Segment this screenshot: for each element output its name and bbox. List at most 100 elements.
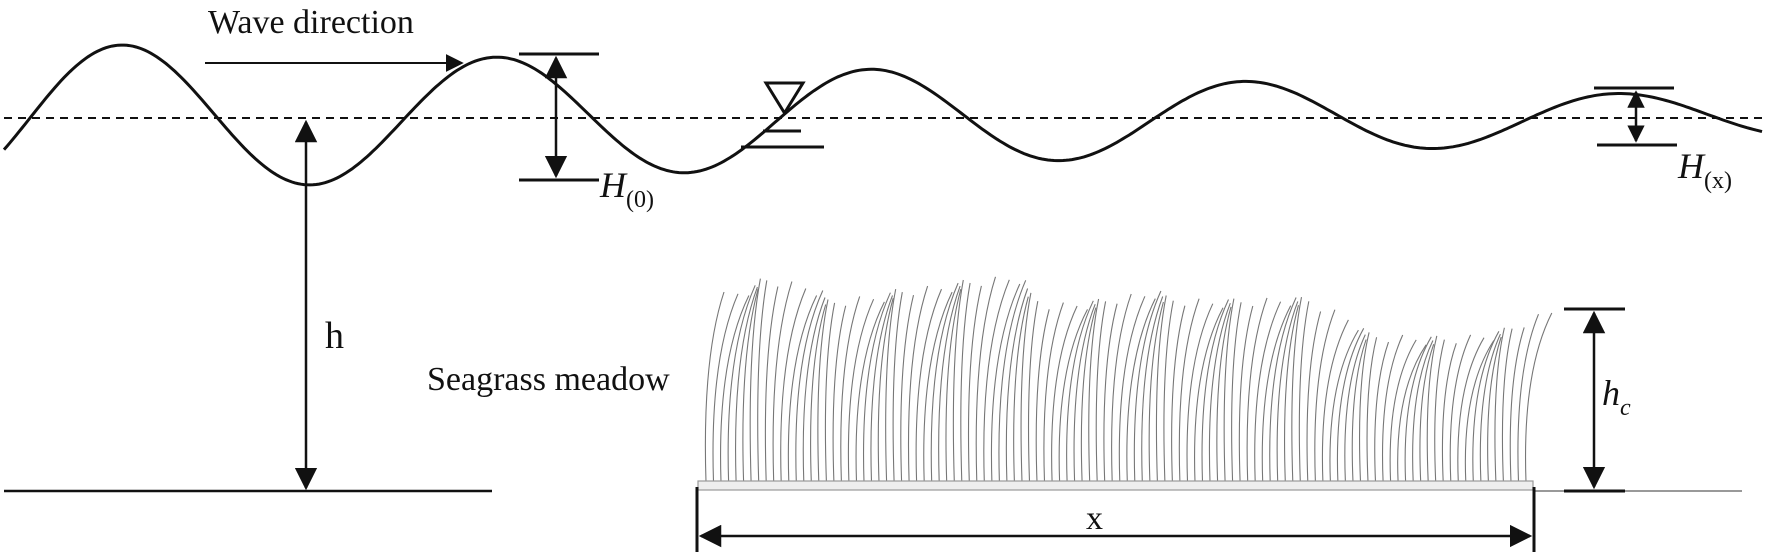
seagrass-blade xyxy=(824,302,836,483)
seagrass-blade xyxy=(1269,297,1297,483)
seagrass-blade xyxy=(1073,303,1096,483)
seagrass-blade xyxy=(1419,344,1435,483)
seagrass-blade xyxy=(1487,336,1502,483)
seagrass-blade xyxy=(1005,288,1029,483)
seagrass-meadow-label: Seagrass meadow xyxy=(427,361,670,398)
seagrass-blade xyxy=(1178,298,1200,483)
water-depth-label: h xyxy=(325,315,344,357)
seagrass-blade xyxy=(1381,334,1404,483)
seagrass-blade xyxy=(1171,305,1186,483)
seagrass-blade xyxy=(1366,337,1378,483)
seagrass-blade xyxy=(900,294,915,483)
seagrass-blade xyxy=(1194,307,1224,483)
seagrass-blade xyxy=(923,291,953,483)
seagrass-blade xyxy=(1141,296,1164,483)
seagrass-blade xyxy=(1088,298,1100,483)
seagrass-blade xyxy=(757,280,768,483)
seagrass-blade xyxy=(742,288,759,483)
seagrass-blade xyxy=(1457,337,1485,483)
seagrass-blade xyxy=(885,288,897,483)
seagrass-blade xyxy=(945,288,962,483)
seagrass-blade xyxy=(1148,301,1164,483)
seagrass-blade xyxy=(952,279,964,483)
seagrass-blade xyxy=(938,285,961,483)
seagrass-blade xyxy=(1155,295,1167,483)
seagrass-blade xyxy=(1517,313,1540,483)
seagrass-blade xyxy=(712,293,739,483)
seagrass-blade xyxy=(1201,299,1229,483)
water-level-triangle-icon xyxy=(741,81,824,149)
seagrass-blade xyxy=(1095,301,1107,483)
seagrass-blade xyxy=(1261,305,1292,483)
seagrass-blade xyxy=(1501,328,1513,483)
seagrass-blade xyxy=(1216,306,1232,483)
seagrass-blade xyxy=(1043,302,1064,483)
seagrass-blade xyxy=(915,288,943,483)
seagrass-blade xyxy=(1298,301,1310,483)
seagrass-blade xyxy=(983,279,1010,483)
seagrass-blade xyxy=(1479,333,1501,483)
wave-profile xyxy=(2,43,1763,187)
canopy-height-marker xyxy=(1564,307,1625,493)
seagrass-blade xyxy=(1321,319,1349,483)
seagrass-blade xyxy=(1080,307,1097,483)
seagrass-blade xyxy=(1066,300,1094,483)
seagrass-blade xyxy=(1291,296,1303,483)
canopy-height-label: hc xyxy=(1602,373,1631,421)
seagrass-blade xyxy=(1358,332,1370,483)
seagrass-blade xyxy=(1397,344,1427,483)
seagrass-blade xyxy=(1103,303,1118,483)
incident-wave-height-label: H(0) xyxy=(599,165,654,213)
seagrass-blade xyxy=(1020,292,1032,483)
seagrass-blade xyxy=(1126,298,1156,483)
seagrass-blade xyxy=(990,283,1021,483)
seagrass-blade xyxy=(735,286,758,483)
seagrass-blade xyxy=(1238,305,1254,483)
seagrass-blade xyxy=(817,299,829,483)
seagrass-blade xyxy=(967,285,982,483)
meadow-length-label: x xyxy=(1086,500,1103,537)
seagrass-blade xyxy=(1426,335,1438,483)
seagrass-blade xyxy=(960,282,971,483)
seagrass-blade xyxy=(1186,303,1214,483)
seagrass-blade xyxy=(1404,336,1432,483)
seagrass-blade xyxy=(877,298,894,483)
seagrass-blade xyxy=(1013,296,1029,483)
seagrass-blade xyxy=(720,295,750,483)
seagrass-blade xyxy=(1509,327,1525,483)
seagrass-blade xyxy=(1276,301,1299,483)
seagrass-blade xyxy=(772,281,793,483)
seagrass-blade xyxy=(1027,300,1039,483)
seagrass-blade xyxy=(764,286,779,483)
seagrass-blade xyxy=(847,298,875,483)
seagrass-blade xyxy=(1254,301,1282,483)
seagrass-blade xyxy=(1494,327,1505,483)
seagrass-blade xyxy=(1464,340,1495,483)
seagrass-blade xyxy=(704,291,725,483)
seagrass-blade xyxy=(930,282,959,483)
seagrass-blade xyxy=(1223,298,1235,483)
seagrass-blade xyxy=(907,285,929,483)
transmitted-wave-height-marker xyxy=(1594,86,1677,147)
seagrass-blade xyxy=(892,292,903,483)
seagrass-blade xyxy=(870,295,894,483)
seagrass-blade xyxy=(840,296,861,483)
seagrass-blade xyxy=(1051,305,1078,483)
seagrass-blade xyxy=(832,305,847,483)
seagrass-blade xyxy=(1246,297,1268,483)
seagrass-blade xyxy=(1344,334,1366,483)
seagrass-blade xyxy=(855,301,885,483)
seagrass-blade xyxy=(1208,303,1231,483)
seagrass-blade xyxy=(1058,309,1088,483)
seagrass-blade xyxy=(1374,341,1390,483)
seagrass-blade xyxy=(1449,334,1472,483)
seagrass-blade xyxy=(1284,305,1300,483)
seagrass-blade xyxy=(1441,343,1457,483)
seagrass-blade xyxy=(1111,293,1132,483)
seagrass-meadow xyxy=(704,276,1553,483)
meadow-base-strip xyxy=(697,480,1534,491)
seagrass-blade xyxy=(1035,309,1050,483)
seagrass-blade xyxy=(1434,339,1445,483)
seagrass-blade xyxy=(802,297,826,483)
